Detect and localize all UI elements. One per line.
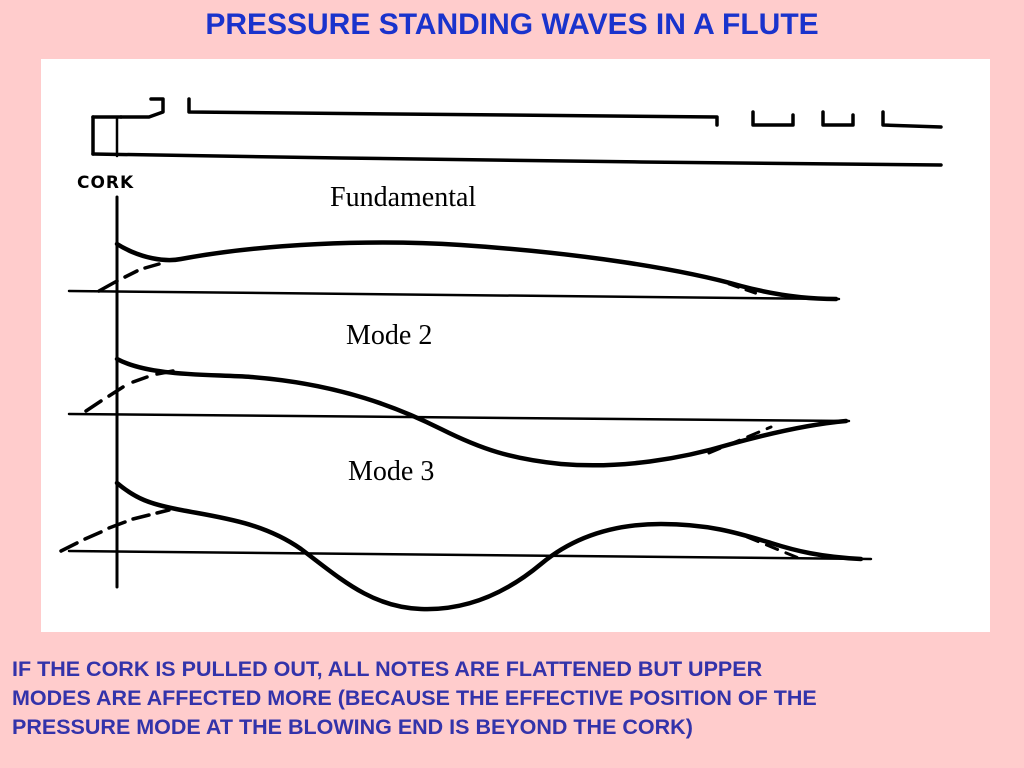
mode-label-fundamental: Fundamental (330, 182, 476, 213)
slide-title: PRESSURE STANDING WAVES IN A FLUTE (205, 8, 819, 41)
caption: IF THE CORK IS PULLED OUT, ALL NOTES ARE… (12, 655, 1012, 742)
fundamental-effective-extension (97, 262, 161, 293)
flute-diagram-svg: CORK Fundamental Mode 2 Mode 3 (59, 97, 943, 612)
embouchure-hole (119, 97, 165, 119)
mode2-axis (67, 412, 851, 423)
mode-label-mode2: Mode 2 (346, 320, 432, 351)
mode-label-mode3: Mode 3 (348, 456, 434, 487)
mode3-effective-extension (59, 508, 171, 553)
caption-line-1: IF THE CORK IS PULLED OUT, ALL NOTES ARE… (12, 657, 763, 681)
mode3-axis (67, 549, 873, 561)
fundamental-axis (67, 289, 841, 301)
mode3-pressure-curve (114, 480, 864, 612)
fundamental-waveform (67, 240, 841, 302)
tone-hole-2 (821, 110, 855, 127)
mode3-waveform (59, 480, 873, 612)
mode2-effective-extension (84, 369, 175, 413)
flute-bottom-wall (91, 152, 943, 167)
fundamental-pressure-curve (114, 240, 839, 302)
caption-line-3: PRESSURE MODE AT THE BLOWING END IS BEYO… (12, 715, 693, 739)
mode2-pressure-curve (114, 356, 849, 468)
cork-label: CORK (77, 173, 134, 193)
caption-line-2: MODES ARE AFFECTED MORE (BECAUSE THE EFF… (12, 686, 817, 710)
flute-diagram: CORK Fundamental Mode 2 Mode 3 (41, 59, 990, 632)
flute-body (91, 97, 943, 167)
tone-hole-3 (881, 110, 943, 129)
mode2-waveform (67, 356, 851, 468)
tone-hole-1 (751, 110, 795, 127)
